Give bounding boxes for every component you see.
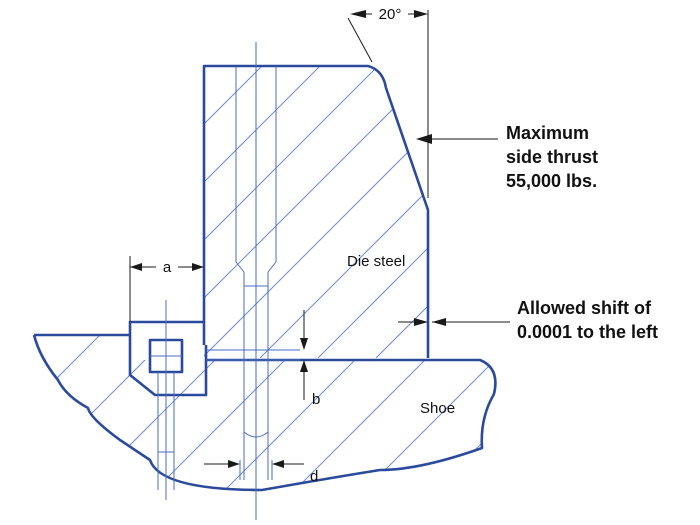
hatch-line [204, 66, 428, 358]
shift-dimension [398, 318, 510, 326]
bolt-shank [157, 300, 175, 500]
hatch-line [204, 66, 379, 358]
shift-label-line-1: Allowed shift of [517, 298, 652, 318]
shoe-label: Shoe [420, 400, 455, 417]
thrust-arrow [416, 134, 498, 144]
counterbore-block [128, 320, 208, 397]
thrust-label-line-2: side thrust [506, 147, 598, 167]
shift-label-line-2: 0.0001 to the left [517, 322, 658, 342]
shoe-hatching [0, 335, 496, 492]
hatch-line [82, 335, 241, 490]
dimension-b [300, 310, 308, 400]
hatch-line [204, 66, 321, 358]
hatch-line [152, 335, 311, 490]
dimension-d-label: d [310, 468, 318, 485]
hatch-line [204, 66, 205, 358]
dimension-d [204, 460, 304, 468]
hatch-line [259, 66, 428, 358]
dimension-b-label: b [312, 391, 320, 408]
thrust-label-line-1: Maximum [506, 123, 589, 143]
hatch-line [222, 335, 381, 490]
hatch-line [204, 66, 428, 358]
die-steel-outline [202, 64, 430, 358]
hatch-line [432, 335, 496, 490]
hatch-line [204, 66, 263, 358]
dimension-a-label: a [163, 259, 172, 276]
die-steel-label: Die steel [347, 253, 405, 270]
hatch-line [34, 335, 101, 490]
hatch-line [317, 66, 428, 358]
dowel-pin [235, 42, 277, 520]
thrust-label-line-3: 55,000 lbs. [506, 171, 597, 191]
hatch-line [0, 335, 30, 492]
hatch-line [375, 66, 428, 358]
die-steel-hatching [204, 66, 428, 358]
angle-label: 20° [379, 6, 402, 23]
shoe-outline [32, 333, 497, 492]
dimension-a [129, 256, 204, 322]
angle-dimension [347, 10, 429, 198]
